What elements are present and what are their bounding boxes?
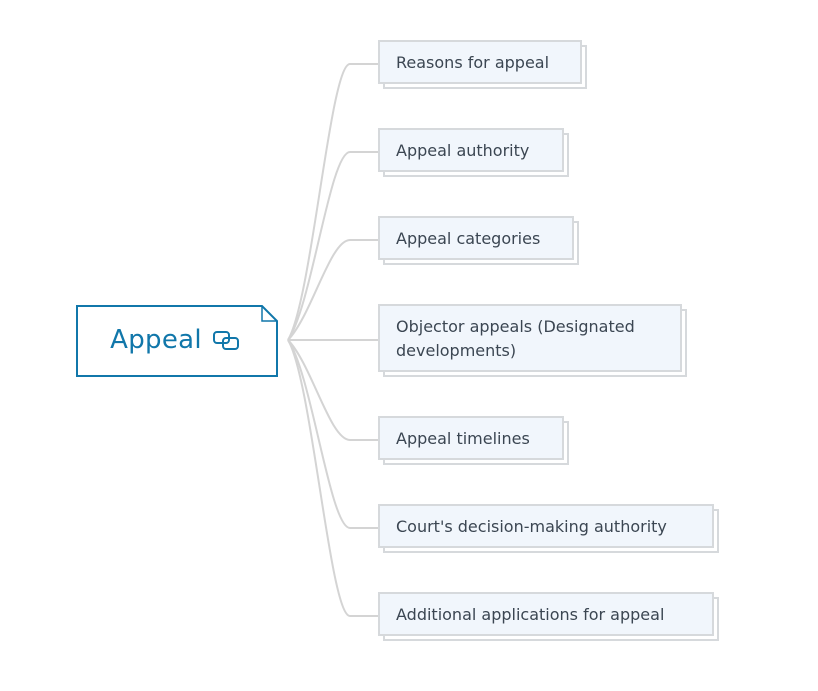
central-topic-appeal[interactable]: Appeal [76, 305, 278, 377]
connector-additional-applications [287, 339, 378, 617]
connector-appeal-categories [287, 239, 378, 341]
topic-label: Additional applications for appeal [396, 605, 665, 624]
connector-courts-decision-making [287, 339, 378, 529]
topic-label: Appeal categories [396, 229, 541, 248]
topic-appeal-timelines[interactable]: Appeal timelines [378, 416, 569, 465]
central-topic-shape [76, 305, 278, 377]
topic-label: Objector appeals (Designated development… [396, 317, 635, 360]
topic-label: Appeal authority [396, 141, 530, 160]
topic-objector-appeals[interactable]: Objector appeals (Designated development… [378, 304, 687, 377]
topic-reasons-for-appeal[interactable]: Reasons for appeal [378, 40, 587, 89]
connector-reasons-for-appeal [287, 63, 378, 341]
connector-appeal-authority [287, 151, 378, 341]
linked-topics-icon[interactable] [212, 329, 242, 351]
topic-courts-decision-making-authority[interactable]: Court's decision-making authority [378, 504, 719, 553]
topic-label: Court's decision-making authority [396, 517, 667, 536]
topic-appeal-categories[interactable]: Appeal categories [378, 216, 579, 265]
topic-additional-applications-for-appeal[interactable]: Additional applications for appeal [378, 592, 719, 641]
topic-appeal-authority[interactable]: Appeal authority [378, 128, 569, 177]
topic-label: Reasons for appeal [396, 53, 550, 72]
connector-appeal-timelines [287, 339, 378, 441]
central-topic-title: Appeal [110, 325, 202, 355]
topic-label: Appeal timelines [396, 429, 530, 448]
